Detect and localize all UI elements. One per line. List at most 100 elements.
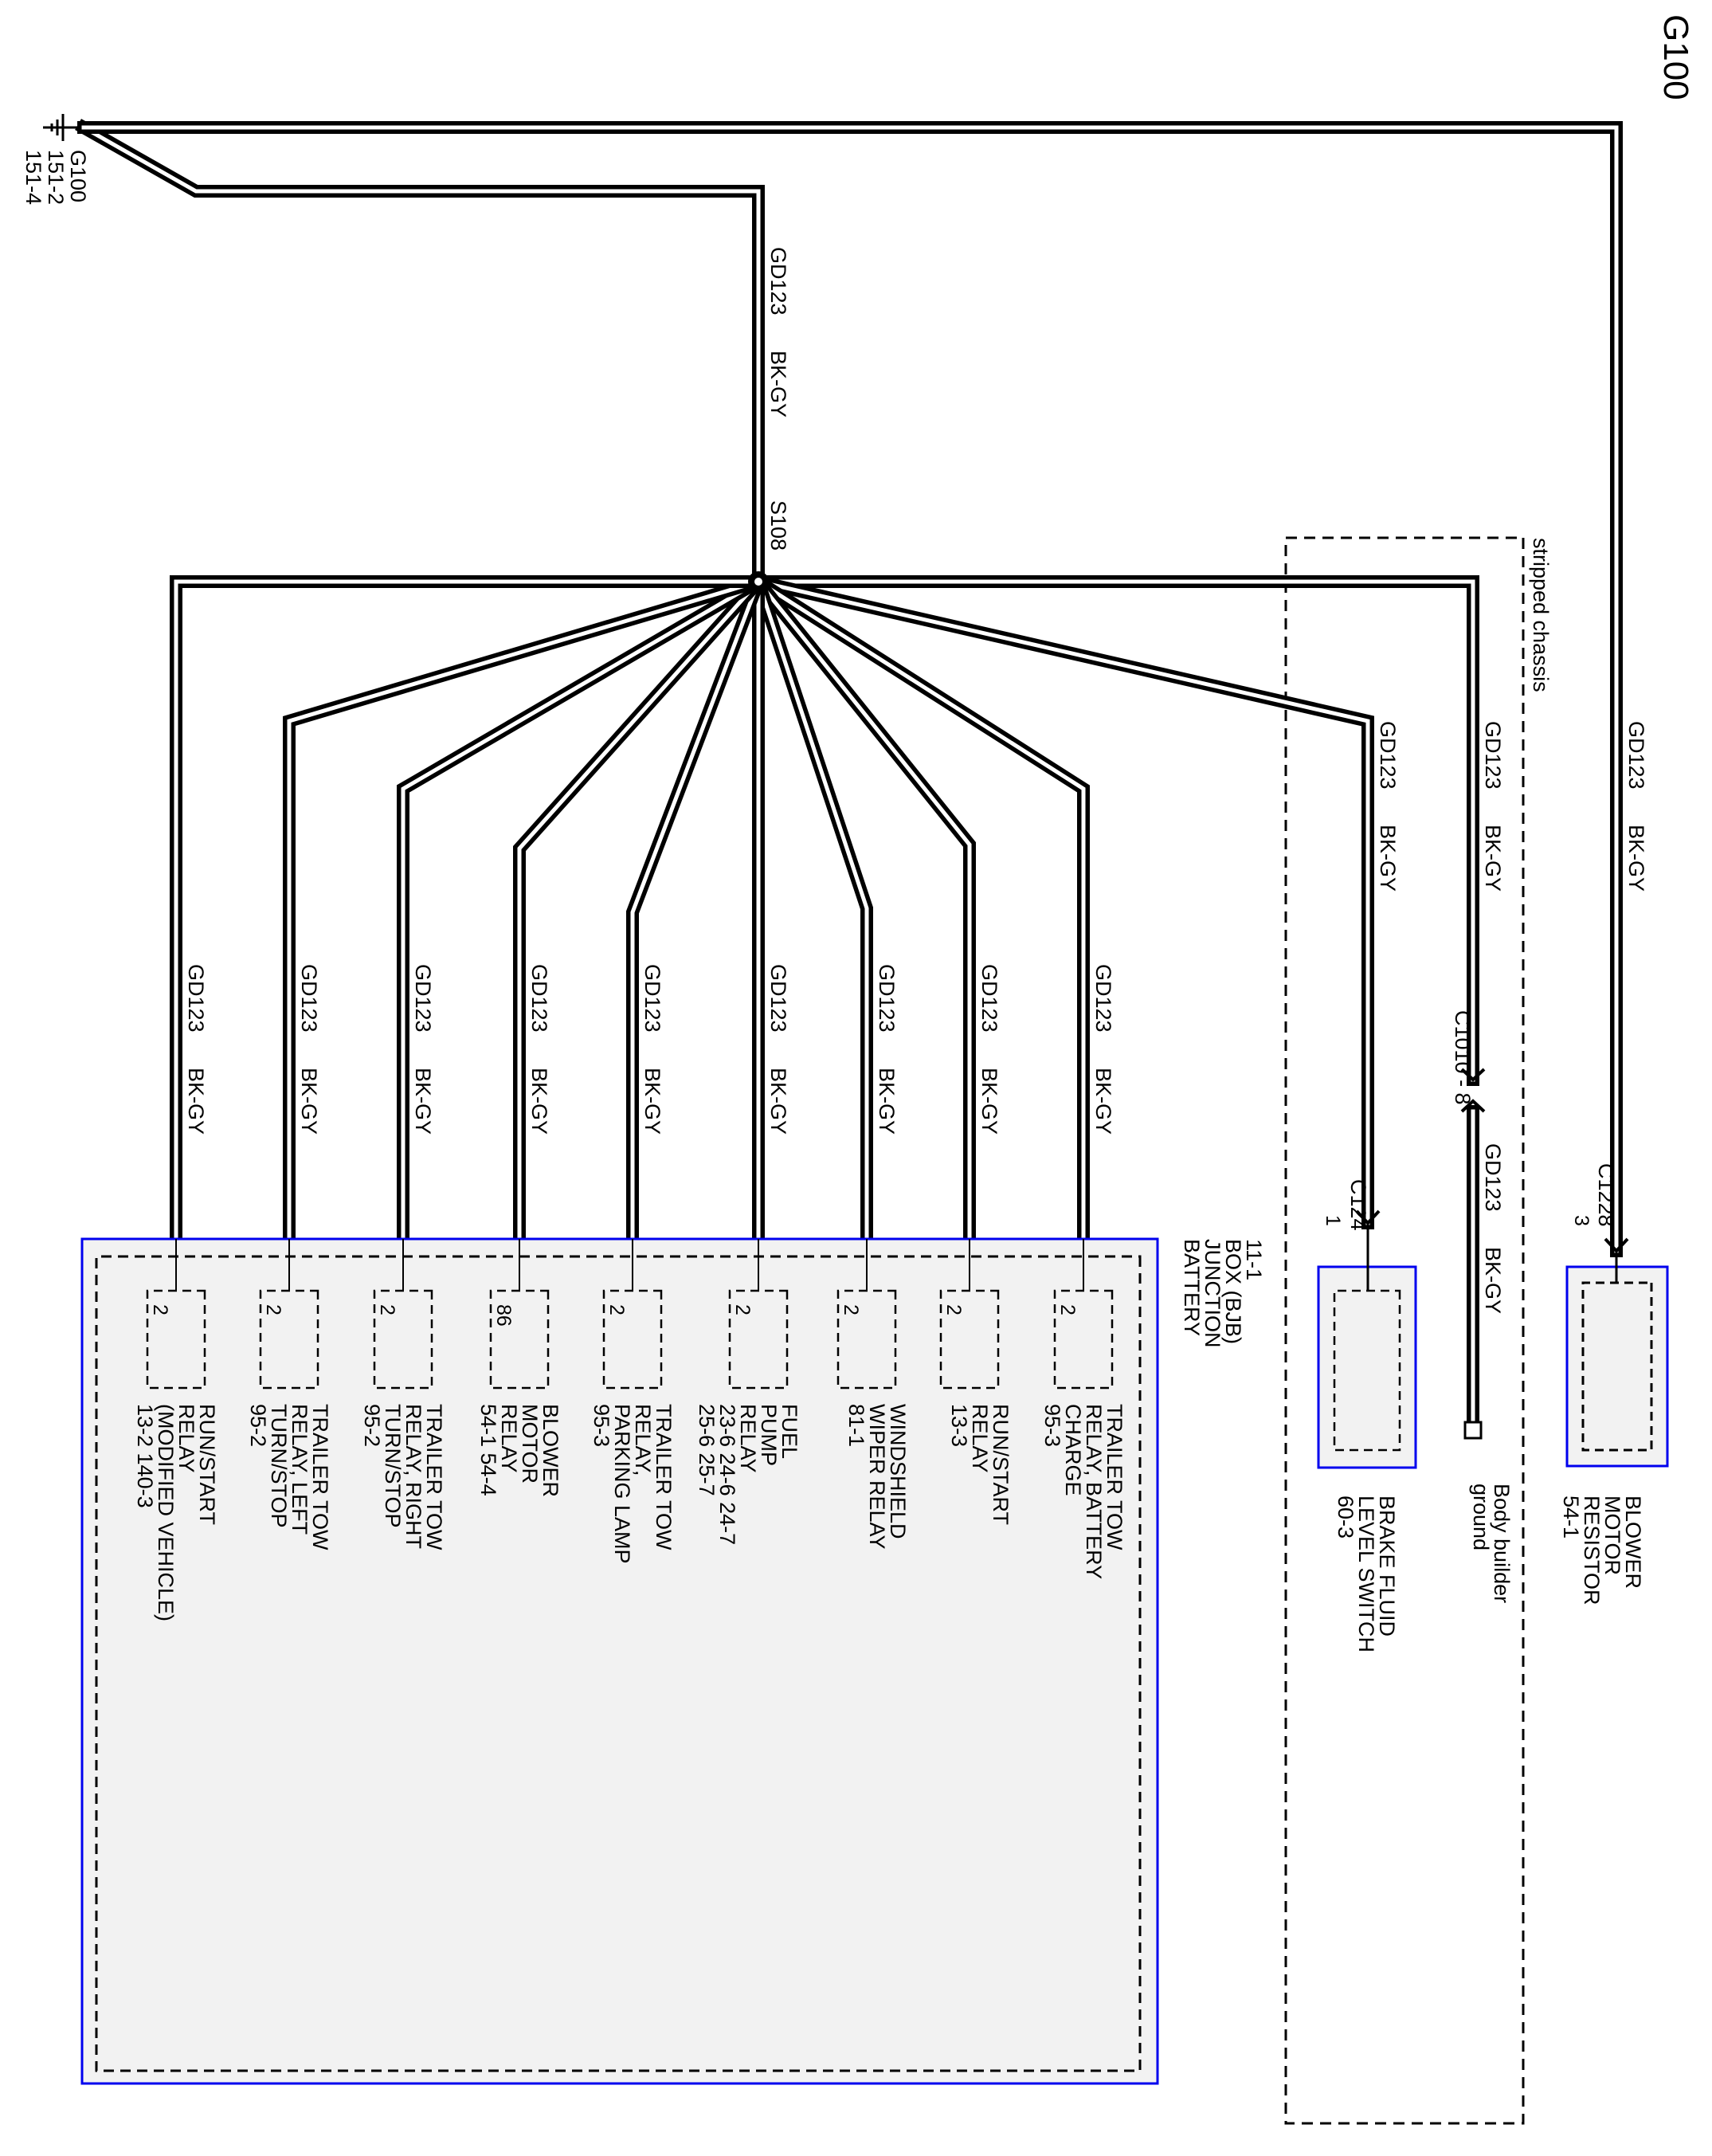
battery-junction-box: BATTERY JUNCTION BOX (BJB) 11-1 2TRAILER… [80, 1237, 1266, 2085]
ground-terminal-icon [1463, 1421, 1483, 1440]
ground-label: G100 [66, 150, 90, 202]
body-ground-wire-a-circuit-label: GD123 [1481, 721, 1505, 790]
bjb-component-label: RELAY, RIGHT [402, 1404, 425, 1549]
inline-connector-c1010: C1010 - 8 [1451, 1010, 1486, 1113]
bjb-wire-6-color-label: BK-GY [527, 1068, 551, 1135]
ground-ref-1: 151-2 [44, 150, 68, 205]
bjb-component-label: MOTOR [518, 1404, 542, 1484]
bjb-component-label: RELAY, LEFT [288, 1404, 311, 1535]
bjb-component-label: RELAY, BATTERY [1082, 1404, 1106, 1579]
bjb-component-label: TRAILER TOW [1103, 1404, 1126, 1550]
bjb-wire-3-circuit-label: GD123 [875, 964, 899, 1033]
trunk-circuit-label: GD123 [766, 247, 790, 316]
bjb-wire-5-circuit-label: GD123 [641, 964, 664, 1033]
bjb-component-label: RELAY, [631, 1404, 655, 1476]
bjb-pin-number: 2 [605, 1304, 628, 1315]
stripped-chassis-label: stripped chassis [1529, 538, 1553, 692]
trunk-color-label: BK-GY [766, 351, 790, 417]
blower-resistor-label-1: BLOWER [1621, 1495, 1645, 1589]
bjb-component-label: 25-6 25-7 [695, 1404, 719, 1496]
bjb-component-label: BLOWER [539, 1404, 562, 1497]
c1228-label: C1228 [1594, 1163, 1618, 1227]
bjb-component-label: 13-3 [947, 1404, 971, 1447]
bjb-label-3: BOX (BJB) [1221, 1239, 1245, 1344]
bjb-component-label: TRAILER TOW [308, 1404, 332, 1550]
c1010-label: C1010 - 8 [1451, 1010, 1475, 1105]
bjb-wire-2-color-label: BK-GY [977, 1068, 1001, 1135]
bjb-component-label: RELAY [174, 1404, 198, 1473]
body-ground-wire-a-color-label: BK-GY [1481, 825, 1505, 892]
brake-fluid-wire-color-label: BK-GY [1376, 825, 1400, 892]
bjb-component-label: TURN/STOP [381, 1404, 405, 1528]
bjb-label-2: JUNCTION [1201, 1239, 1224, 1348]
blower-resistor-wire-color-label: BK-GY [1624, 825, 1648, 892]
bjb-wire-1-circuit-label: GD123 [1091, 964, 1115, 1033]
bjb-component-label: 95-2 [360, 1404, 384, 1447]
ground-g100: G100 151-2 151-4 [22, 114, 90, 205]
body-builder-ground: Body builder ground [1463, 1421, 1514, 1603]
body-builder-label-2: ground [1469, 1484, 1493, 1550]
blower-resistor-wire-circuit-label: GD123 [1624, 721, 1648, 790]
bjb-wire-3-color-label: BK-GY [875, 1068, 899, 1135]
blower-resistor-label-2: MOTOR [1600, 1495, 1624, 1575]
bjb-component-label: RELAY [736, 1404, 760, 1473]
bjb-pin-number: 2 [840, 1304, 862, 1315]
bjb-wire-5-color-label: BK-GY [641, 1068, 664, 1135]
bjb-component-label: FUEL [778, 1404, 801, 1459]
bjb-pin-number: 2 [149, 1304, 171, 1315]
bjb-wire-4-circuit-label: GD123 [766, 964, 790, 1033]
brake-fluid-level-switch: C124 1 BRAKE FLUID LEVEL SWITCH 60-3 [1317, 1179, 1417, 1652]
bjb-wire-2-circuit-label: GD123 [977, 964, 1001, 1033]
bjb-pin-number: 2 [262, 1304, 284, 1315]
bjb-component-label: RUN/START [989, 1404, 1013, 1525]
body-ground-wire-b-color-label: BK-GY [1481, 1247, 1505, 1314]
bjb-component-label: RELAY [497, 1404, 521, 1473]
bjb-component-label: (MODIFIED VEHICLE) [154, 1404, 178, 1621]
body-ground-wire-b-circuit-label: GD123 [1481, 1143, 1505, 1212]
bjb-component-label: TRAILER TOW [422, 1404, 446, 1550]
splice-s108-label: S108 [766, 500, 790, 551]
c1010-male-icon [1460, 1099, 1486, 1113]
bjb-component-label: PARKING LAMP [610, 1404, 634, 1564]
brake-fluid-label-2: LEVEL SWITCH [1354, 1495, 1378, 1652]
bjb-component-label: WIPER RELAY [865, 1404, 889, 1550]
bjb-wire-9-circuit-label: GD123 [184, 964, 208, 1033]
bjb-pin-number: 86 [492, 1304, 515, 1327]
bjb-component-label: RELAY [968, 1404, 992, 1473]
bjb-component-label: 81-1 [844, 1404, 868, 1447]
c124-pin: 1 [1322, 1215, 1344, 1226]
wire-labels: GD123BK-GYGD123BK-GYGD123BK-GYGD123BK-GY… [184, 247, 1648, 1314]
bjb-component-label: 13-2 140-3 [133, 1404, 157, 1508]
bjb-wire-1-color-label: BK-GY [1091, 1068, 1115, 1135]
bjb-pin-number: 2 [942, 1304, 965, 1315]
bjb-component-label: 95-2 [246, 1404, 270, 1447]
bjb-pin-number: 2 [376, 1304, 398, 1315]
body-builder-label-1: Body builder [1490, 1484, 1514, 1603]
bjb-component-label: CHARGE [1061, 1404, 1085, 1496]
bjb-wire-7-circuit-label: GD123 [411, 964, 435, 1033]
blower-motor-resistor: C1228 3 BLOWER MOTOR RESISTOR 54-1 [1559, 1163, 1669, 1605]
bjb-pin-number: 2 [1056, 1304, 1079, 1315]
bjb-wire-6-circuit-label: GD123 [527, 964, 551, 1033]
bjb-component-label: RUN/START [195, 1404, 219, 1525]
c1228-pin: 3 [1570, 1215, 1593, 1226]
brake-fluid-label-3: 60-3 [1334, 1495, 1357, 1539]
bjb-component-label: 95-3 [590, 1404, 613, 1447]
bjb-wire-9-color-label: BK-GY [184, 1068, 208, 1135]
bjb-wire-8-color-label: BK-GY [297, 1068, 321, 1135]
bjb-pin-number: 2 [731, 1304, 754, 1315]
bjb-wire-8-circuit-label: GD123 [297, 964, 321, 1033]
bjb-component-label: TURN/STOP [267, 1404, 291, 1528]
bjb-component-label: 54-1 54-4 [476, 1404, 500, 1496]
stripped-chassis-boundary [1284, 536, 1525, 2125]
wire-harness [75, 119, 1623, 1429]
blower-resistor-label-3: RESISTOR [1580, 1495, 1604, 1605]
brake-fluid-label-1: BRAKE FLUID [1375, 1495, 1399, 1637]
bjb-component-label: WINDSHIELD [886, 1404, 910, 1539]
bjb-label-4: 11-1 [1242, 1239, 1266, 1280]
blower-resistor-label-4: 54-1 [1559, 1495, 1583, 1539]
bjb-wire-7-color-label: BK-GY [411, 1068, 435, 1135]
